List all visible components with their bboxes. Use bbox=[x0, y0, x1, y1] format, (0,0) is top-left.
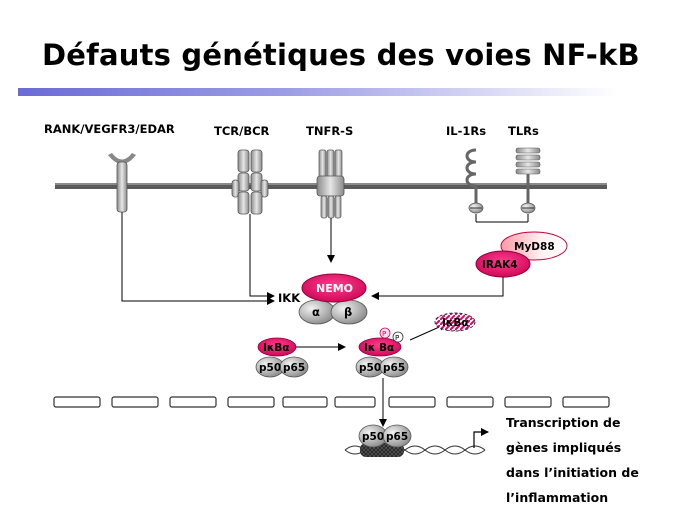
label-ikba-degraded: IκBα bbox=[442, 317, 469, 329]
nfkb-dimer-nuclear: p50 p65 bbox=[358, 424, 412, 448]
arrow-rank-to-ikk bbox=[121, 212, 275, 305]
arrow-irak4-to-ikk bbox=[371, 277, 504, 300]
transcription-line-4: l’inflammation bbox=[506, 490, 608, 505]
page-title: Défauts génétiques des voies NF-kB bbox=[42, 38, 640, 72]
phospho-1 bbox=[379, 327, 391, 339]
transcription-start-arrow bbox=[473, 428, 489, 448]
label-p2: P bbox=[395, 334, 399, 342]
label-p50-left: p50 bbox=[259, 362, 281, 374]
phospho-2 bbox=[392, 331, 404, 343]
label-ikk-beta: β bbox=[344, 305, 352, 319]
myd88-irak4-complex: MyD88 IRAK4 bbox=[475, 231, 568, 278]
arrow-tcr-to-ikk bbox=[249, 214, 275, 300]
label-tnfr-s: TNFR-S bbox=[306, 124, 353, 138]
label-p50-nuclear: p50 bbox=[362, 431, 384, 443]
label-ikk: IKK bbox=[278, 291, 301, 305]
label-irak4: IRAK4 bbox=[482, 259, 518, 271]
receptor-tnfr bbox=[316, 149, 345, 219]
ikk-complex: IKK α β NEMO bbox=[278, 273, 368, 325]
label-ikba-left: IκBα bbox=[263, 342, 290, 354]
ikba-degraded: IκBα bbox=[434, 312, 476, 332]
label-p50-middle: p50 bbox=[359, 362, 381, 374]
transcription-text: Transcription de gènes impliqués dans l’… bbox=[506, 415, 639, 505]
label-ikk-alpha: α bbox=[312, 305, 320, 319]
nfkb-ikb-complex-phospho: p50 p65 Iκ Bα P P bbox=[355, 327, 409, 378]
transcription-line-2: gènes impliqués bbox=[506, 440, 621, 455]
label-rank-vegfr3-edar: RANK/VEGFR3/EDAR bbox=[44, 122, 175, 136]
signal-arrows bbox=[121, 212, 504, 427]
receptor-tcr-bcr bbox=[231, 149, 269, 215]
receptor-rank bbox=[108, 153, 136, 213]
nfkb-ikb-complex-left: p50 p65 IκBα bbox=[255, 337, 309, 378]
transcription-line-3: dans l’initiation de bbox=[506, 465, 639, 480]
receptor-tlr bbox=[515, 147, 541, 214]
receptor-il1r bbox=[465, 148, 484, 214]
label-p65-middle: p65 bbox=[383, 362, 405, 374]
label-nemo: NEMO bbox=[316, 282, 353, 295]
label-tcr-bcr: TCR/BCR bbox=[214, 124, 270, 138]
nemo-subunit bbox=[301, 273, 367, 303]
nuclear-envelope bbox=[53, 396, 610, 408]
transcription-line-1: Transcription de bbox=[506, 415, 620, 430]
label-ikba-middle: Iκ Bα bbox=[364, 342, 394, 354]
il1r-tlr-bracket bbox=[475, 214, 529, 223]
label-myd88: MyD88 bbox=[514, 241, 555, 253]
label-p1: P bbox=[382, 330, 386, 338]
title-underline bbox=[18, 88, 618, 96]
label-il1rs: IL-1Rs bbox=[446, 124, 486, 138]
label-tlrs: TLRs bbox=[508, 124, 539, 138]
label-p65-left: p65 bbox=[283, 362, 305, 374]
label-p65-nuclear: p65 bbox=[386, 431, 408, 443]
